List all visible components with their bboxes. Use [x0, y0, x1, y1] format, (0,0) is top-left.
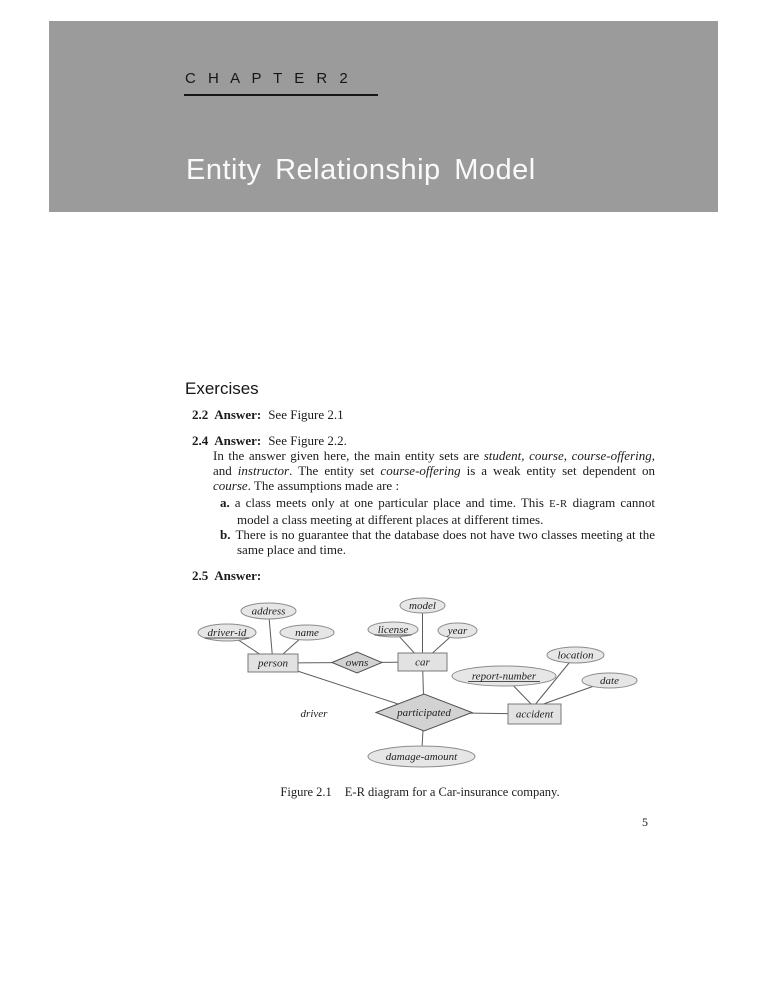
edge-location-accident — [533, 654, 576, 707]
ellipse-date: date — [581, 672, 638, 689]
ellipse-location: location — [546, 646, 605, 664]
answer-text: See Figure 2.2. — [268, 433, 347, 448]
edge-label-driver: driver — [301, 708, 329, 720]
list-item-a: a. a class meets only at one particular p… — [213, 495, 655, 527]
ellipse-license: license — [367, 621, 419, 638]
answer-item-2-5: 2.5 Answer: — [185, 568, 655, 583]
figure-caption-text: E-R diagram for a Car-insurance company. — [344, 785, 560, 799]
rect-person: person — [247, 653, 299, 673]
label-location: location — [557, 650, 594, 662]
chapter-underline — [184, 94, 378, 96]
label-participated: participated — [396, 707, 451, 719]
list-marker: a. — [220, 495, 230, 510]
label-license: license — [378, 624, 409, 636]
answer-label: Answer: — [214, 568, 262, 583]
list-item-text: There is no guarantee that the database … — [235, 527, 655, 557]
ellipse-driver-id: driver-id — [197, 623, 257, 642]
label-car: car — [415, 657, 430, 669]
answer-number: 2.4 — [192, 433, 209, 448]
label-accident: accident — [516, 709, 554, 721]
figure-caption: Figure 2.1 E-R diagram for a Car-insuranc… — [185, 785, 655, 800]
ellipse-report-number: report-number — [451, 665, 557, 687]
label-damage-amount: damage-amount — [386, 751, 458, 763]
answer-number: 2.2 — [192, 407, 209, 422]
list-marker: b. — [220, 527, 231, 542]
diamond-owns: owns — [330, 651, 384, 674]
ellipse-name: name — [279, 624, 335, 641]
ellipse-address: address — [240, 602, 297, 620]
label-name: name — [295, 627, 319, 639]
label-person: person — [257, 658, 288, 670]
ellipse-damage-amount: damage-amount — [367, 745, 476, 768]
label-address: address — [252, 606, 286, 618]
page-number: 5 — [642, 815, 648, 829]
assumption-list: a. a class meets only at one particular p… — [213, 495, 655, 557]
chapter-title: Entity Relationship Model — [186, 154, 536, 186]
exercises-heading: Exercises — [185, 379, 259, 398]
ellipse-model: model — [399, 597, 446, 614]
list-item-b: b. There is no guarantee that the databas… — [213, 527, 655, 557]
label-driver-id: driver-id — [208, 627, 247, 639]
list-item-text: a class meets only at one particular pla… — [234, 495, 656, 527]
answer-item-2-4: 2.4 Answer: See Figure 2.2. In the answer … — [185, 433, 655, 557]
answer-item-2-2: 2.2 Answer: See Figure 2.1 — [185, 407, 655, 422]
label-year: year — [447, 625, 468, 637]
answer-label: Answer: — [214, 433, 262, 448]
label-owns: owns — [346, 657, 369, 669]
answer-label: Answer: — [214, 407, 262, 422]
rect-car: car — [397, 652, 448, 672]
label-date: date — [600, 675, 619, 687]
answer-text: See Figure 2.1 — [268, 407, 344, 422]
ellipse-year: year — [437, 622, 478, 639]
chapter-banner: C H A P T E R 2 Entity Relationship Mode… — [49, 21, 718, 212]
label-model: model — [409, 600, 436, 612]
figure-caption-label: Figure 2.1 — [280, 785, 332, 799]
rect-accident: accident — [507, 703, 562, 725]
diamond-participated: participated — [374, 693, 474, 732]
answer-number: 2.5 — [192, 568, 209, 583]
chapter-label: C H A P T E R 2 — [185, 70, 352, 87]
answer-paragraph: In the answer given here, the main entit… — [213, 448, 655, 493]
label-report-number: report-number — [472, 671, 537, 683]
